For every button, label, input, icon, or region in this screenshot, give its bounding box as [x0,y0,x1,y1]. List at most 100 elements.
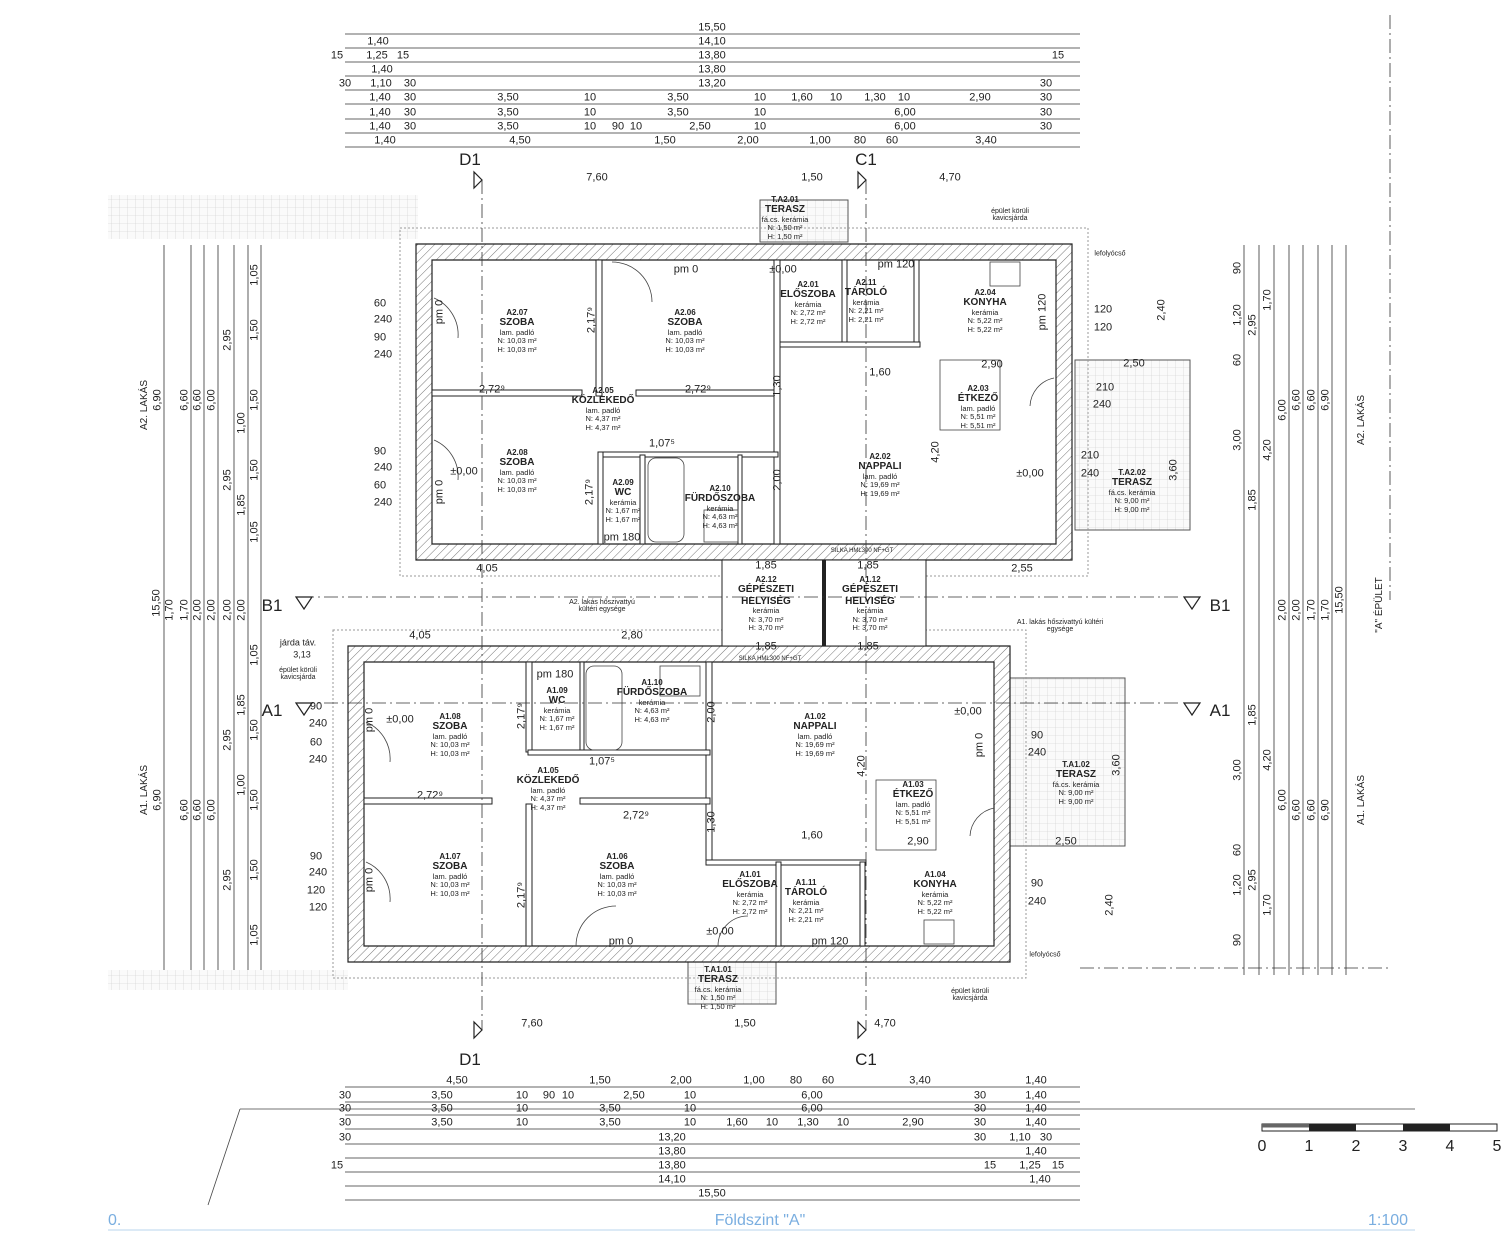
dimension-label: 1,50 [248,319,261,341]
dimension-label: 4,05 [476,562,498,575]
dimension-label: 1,30 [797,1116,819,1129]
dimension-label: 1,50 [248,859,261,881]
dimension-label: 1,40 [367,35,389,48]
room-number: A1.12 [859,575,881,584]
room-flooring: kerámia [609,497,637,507]
dimension-label: 14,10 [698,35,726,48]
room-name: NAPPALI [858,461,902,473]
dimension-label: pm 120 [1036,293,1049,331]
dimension-label: 6,60 [191,799,204,821]
dimension-label: 240 [373,496,393,509]
dimension-label: pm 180 [536,668,574,681]
room-usable-area: H: 3,70 m² [748,623,784,633]
room-number: A1.01 [739,870,761,879]
room-number: A2.09 [612,478,634,487]
dimension-label: 1,50 [589,1074,611,1087]
dimension-label: 10 [583,106,597,119]
room-number: A1.02 [804,712,826,721]
dimension-label: pm 0 [363,867,376,893]
dimension-label: pm 120 [877,258,915,271]
dimension-label: 10 [753,106,767,119]
section-d1-bottom: D1 [459,1050,481,1069]
dimension-label: 1,50 [654,134,676,147]
room-flooring: lam. padló [585,405,621,415]
dimension-label: 4,20 [1261,439,1274,461]
dimension-label: 3,60 [1110,754,1123,776]
room-number: A2.11 [855,278,877,287]
room-usable-area: H: 10,03 m² [430,888,470,898]
dimension-label: 2,95 [1246,314,1259,336]
dimension-label: 2,50 [623,1089,645,1102]
dimension-label: 60 [373,297,387,310]
dimension-label: pm 0 [673,263,699,276]
room-name: ELŐSZOBA [722,879,778,891]
dimension-label: 10 [561,1089,575,1102]
room-flooring: fá.cs. kerámia [1108,487,1156,497]
dimension-label: 2,17⁹ [515,881,528,909]
dimension-label: 30 [403,77,417,90]
section-a1-left: A1 [261,701,283,720]
room-flooring: kerámia [736,889,764,899]
room-flooring: kerámia [752,606,780,616]
dimension-label: 240 [373,348,393,361]
room-flooring: fá.cs. kerámia [1052,779,1100,789]
dimension-label: 6,90 [1319,389,1332,411]
downpipe-note-bottom: lefolyócső [1029,951,1061,959]
room-usable-area: H: 1,67 m² [539,722,575,732]
dimension-label: 90 [373,331,387,344]
dimension-label: 10 [629,120,643,133]
dimension-label: ±0,00 [386,713,414,726]
dimension-label: 2,40 [1155,299,1168,321]
dimension-label: 90 [611,120,625,133]
dimension-label: 3,60 [1167,459,1180,481]
dimension-label: 10 [897,91,911,104]
dimension-label: 4,50 [509,134,531,147]
dimension-label: 4,20 [1261,749,1274,771]
section-c1-top: C1 [855,150,877,169]
scale-bar-label: 0 [1257,1138,1267,1155]
heatpump-note-a1: A1. lakás hőszivattyú kültéri egysége [1016,619,1104,633]
unit-label-a2-right: A2. LAKÁS [1356,394,1367,446]
dimension-label: 30 [1039,1131,1053,1144]
room-name: SZOBA [667,317,703,329]
dimension-label: 3,50 [599,1102,621,1115]
room-name: FÜRDŐSZOBA [684,493,756,505]
dimension-label: pm 0 [608,935,634,948]
room-net-area: N: 2,21 m² [848,306,884,316]
dimension-label: 15,50 [698,1187,726,1200]
room-net-area: N: 10,03 m² [430,740,470,750]
room-usable-area: H: 9,00 m² [1114,504,1150,514]
dimension-label: 3,50 [431,1089,453,1102]
dimension-label: 1,70 [1319,599,1332,621]
room-flooring: kerámia [794,299,822,309]
dimension-label: 2,95 [221,329,234,351]
dimension-label: 30 [338,1102,352,1115]
dimension-label: 80 [789,1074,803,1087]
room-net-area: N: 19,69 m² [795,740,835,750]
dimension-label: 30 [1039,106,1053,119]
dimension-label: 1,00 [743,1074,765,1087]
section-a1-right: A1 [1209,701,1231,720]
room-usable-area: H: 3,70 m² [852,623,888,633]
dimension-label: 30 [403,120,417,133]
room-name: WC [614,487,632,499]
dimension-label: 30 [338,77,352,90]
room-flooring: lam. padló [599,871,635,881]
dimension-label: 1,20 [1231,304,1244,326]
room-usable-area: H: 9,00 m² [1058,796,1094,806]
room-flooring: kerámia [638,697,666,707]
dimension-label: 10 [683,1102,697,1115]
scale-bar [1261,1123,1498,1132]
